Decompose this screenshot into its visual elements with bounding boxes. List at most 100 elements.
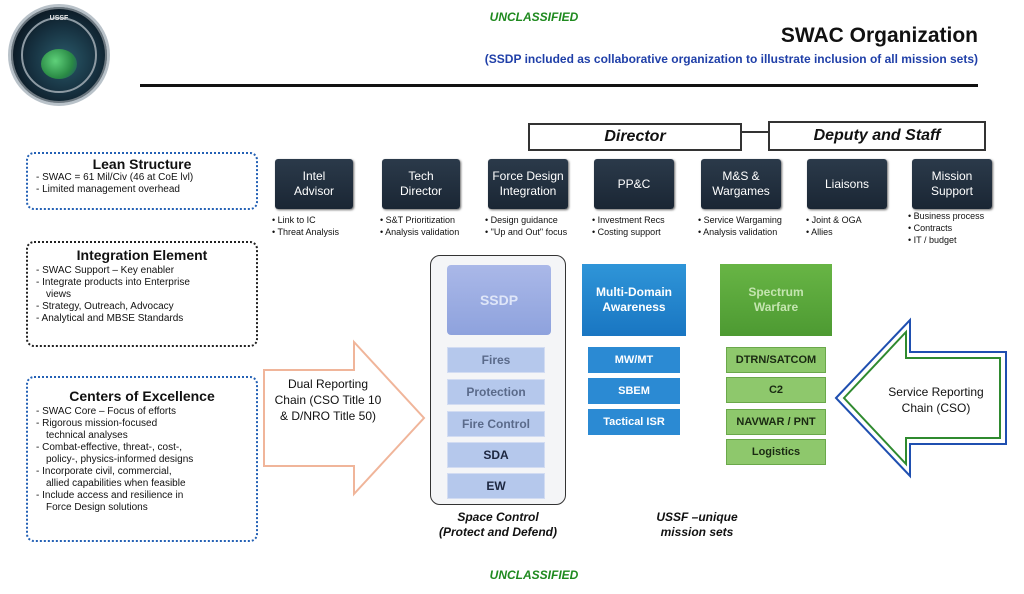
ms-wargames-label-2: Wargames xyxy=(712,184,770,198)
spectrum-warfare-header: Spectrum Warfare xyxy=(720,264,832,336)
mission-support-box: Mission Support xyxy=(912,159,992,209)
bullet: • Joint & OGA xyxy=(806,215,862,225)
ssdp-item-protection: Protection xyxy=(447,379,545,405)
mission-support-bullets: • Business process • Contracts • IT / bu… xyxy=(908,210,984,246)
list-item: - Strategy, Outreach, Advocacy xyxy=(36,301,174,312)
ssdp-item-fires: Fires xyxy=(447,347,545,373)
tech-director-box: Tech Director xyxy=(382,159,460,209)
lean-structure-box: Lean Structure - SWAC = 61 Mil/Civ (46 a… xyxy=(26,152,258,210)
bullet: • Analysis validation xyxy=(698,227,778,237)
ussf-unique-line-1: USSF –unique xyxy=(656,510,738,524)
dual-reporting-arrow xyxy=(263,339,426,497)
list-item: - SWAC Support – Key enabler xyxy=(36,265,175,276)
ssdp-item-ew: EW xyxy=(447,473,545,499)
tech-director-bullets: • S&T Prioritization • Analysis validati… xyxy=(380,214,459,238)
ppc-bullets: • Investment Recs • Costing support xyxy=(592,214,665,238)
list-item: - Combat-effective, threat-, cost-, xyxy=(36,442,182,453)
service-reporting-line-1: Service Reporting xyxy=(888,385,984,399)
force-design-label-2: Integration xyxy=(499,184,557,198)
seal-ring xyxy=(21,17,97,93)
director-box: Director xyxy=(528,123,742,151)
bullet: • Business process xyxy=(908,211,985,221)
mission-support-label-1: Mission xyxy=(931,169,973,183)
ms-wargames-label-1: M&S & xyxy=(722,169,760,183)
mda-item-mw-mt: MW/MT xyxy=(588,347,680,373)
tech-director-label-2: Director xyxy=(399,184,442,198)
integration-element-list: - SWAC Support – Key enabler - Integrate… xyxy=(36,265,256,325)
liaisons-bullets: • Joint & OGA • Allies xyxy=(806,214,862,238)
intel-advisor-label-2: Advisor xyxy=(293,184,334,198)
service-reporting-label: Service Reporting Chain (CSO) xyxy=(866,384,1006,416)
dual-reporting-line-3: & D/NRO Title 50) xyxy=(279,409,377,423)
bullet: • Design guidance xyxy=(485,215,558,225)
liaisons-label: Liaisons xyxy=(824,176,870,191)
service-reporting-line-2: Chain (CSO) xyxy=(901,401,971,415)
bullet: • "Up and Out" focus xyxy=(485,227,568,237)
list-item: - SWAC Core – Focus of efforts xyxy=(36,406,177,417)
ssdp-header: SSDP xyxy=(447,265,551,335)
mission-support-label-2: Support xyxy=(930,184,974,198)
tech-director-label-1: Tech xyxy=(408,169,434,183)
intel-advisor-label-1: Intel xyxy=(302,169,326,183)
integration-element-title: Integration Element xyxy=(76,247,208,263)
deputy-staff-box: Deputy and Staff xyxy=(768,121,986,151)
integration-element-box: Integration Element - SWAC Support – Key… xyxy=(26,241,258,347)
page-subtitle: (SSDP included as collaborative organiza… xyxy=(484,52,978,66)
lean-structure-list: - SWAC = 61 Mil/Civ (46 at CoE lvl) - Li… xyxy=(36,172,256,196)
bullet: • Threat Analysis xyxy=(272,227,340,237)
sw-item-dtrn-satcom: DTRN/SATCOM xyxy=(726,347,826,373)
lean-structure-title: Lean Structure xyxy=(92,156,192,172)
bullet: • Investment Recs xyxy=(592,215,665,225)
centers-of-excellence-box: Centers of Excellence - SWAC Core – Focu… xyxy=(26,376,258,542)
ssdp-item-sda: SDA xyxy=(447,442,545,468)
force-design-box: Force Design Integration xyxy=(488,159,568,209)
bullet: • Link to IC xyxy=(272,215,316,225)
dual-reporting-line-2: Chain (CSO Title 10 xyxy=(274,393,382,407)
bullet: • Analysis validation xyxy=(380,227,460,237)
liaisons-box: Liaisons xyxy=(807,159,887,209)
space-control-line-2: (Protect and Defend) xyxy=(438,525,557,539)
force-design-label-1: Force Design xyxy=(492,169,564,183)
mda-header-line-2: Awareness xyxy=(602,300,666,314)
dual-reporting-label: Dual Reporting Chain (CSO Title 10 & D/N… xyxy=(264,376,392,424)
sw-item-logistics: Logistics xyxy=(726,439,826,465)
sw-item-c2: C2 xyxy=(726,377,826,403)
mda-item-sbem: SBEM xyxy=(588,378,680,404)
mda-header: Multi-Domain Awareness xyxy=(582,264,686,336)
centers-of-excellence-list: - SWAC Core – Focus of efforts - Rigorou… xyxy=(36,406,256,514)
bullet: • Contracts xyxy=(908,223,953,233)
centers-of-excellence-title: Centers of Excellence xyxy=(69,388,215,404)
list-item: views xyxy=(46,289,72,300)
ussf-unique-caption: USSF –unique mission sets xyxy=(622,510,772,540)
classification-top: UNCLASSIFIED xyxy=(489,10,579,24)
ppc-box: PP&C xyxy=(594,159,674,209)
list-item: - Include access and resilience in xyxy=(36,490,184,501)
arrow-inner-shape xyxy=(842,329,1001,467)
list-item: technical analyses xyxy=(46,430,128,441)
classification-bottom: UNCLASSIFIED xyxy=(489,568,579,582)
ms-wargames-bullets: • Service Wargaming • Analysis validatio… xyxy=(698,214,782,238)
list-item: - Analytical and MBSE Standards xyxy=(36,313,184,324)
title-divider xyxy=(140,84,978,87)
service-reporting-arrow xyxy=(834,317,1007,479)
bullet: • Costing support xyxy=(592,227,661,237)
list-item: - Integrate products into Enterprise xyxy=(36,277,190,288)
ssdp-item-fire-control: Fire Control xyxy=(447,411,545,437)
mda-header-line-1: Multi-Domain xyxy=(596,285,672,299)
spectrum-warfare-line-1: Spectrum xyxy=(748,285,804,299)
bullet: • IT / budget xyxy=(908,235,957,245)
mda-item-tactical-isr: Tactical ISR xyxy=(588,409,680,435)
list-item: - SWAC = 61 Mil/Civ (46 at CoE lvl) xyxy=(36,172,194,183)
ussf-seal-logo: USSF xyxy=(8,4,110,106)
list-item: Force Design solutions xyxy=(46,502,148,513)
sw-item-navwar-pnt: NAVWAR / PNT xyxy=(726,409,826,435)
page-title: SWAC Organization xyxy=(780,24,978,47)
list-item: allied capabilities when feasible xyxy=(46,478,186,489)
space-control-caption: Space Control (Protect and Defend) xyxy=(408,510,588,540)
list-item: - Rigorous mission-focused xyxy=(36,418,158,429)
force-design-bullets: • Design guidance • "Up and Out" focus xyxy=(485,214,567,238)
seal-text: USSF xyxy=(49,15,69,22)
arrow-shape-right xyxy=(263,339,426,497)
bullet: • Allies xyxy=(806,227,833,237)
dual-reporting-line-1: Dual Reporting xyxy=(287,377,369,391)
